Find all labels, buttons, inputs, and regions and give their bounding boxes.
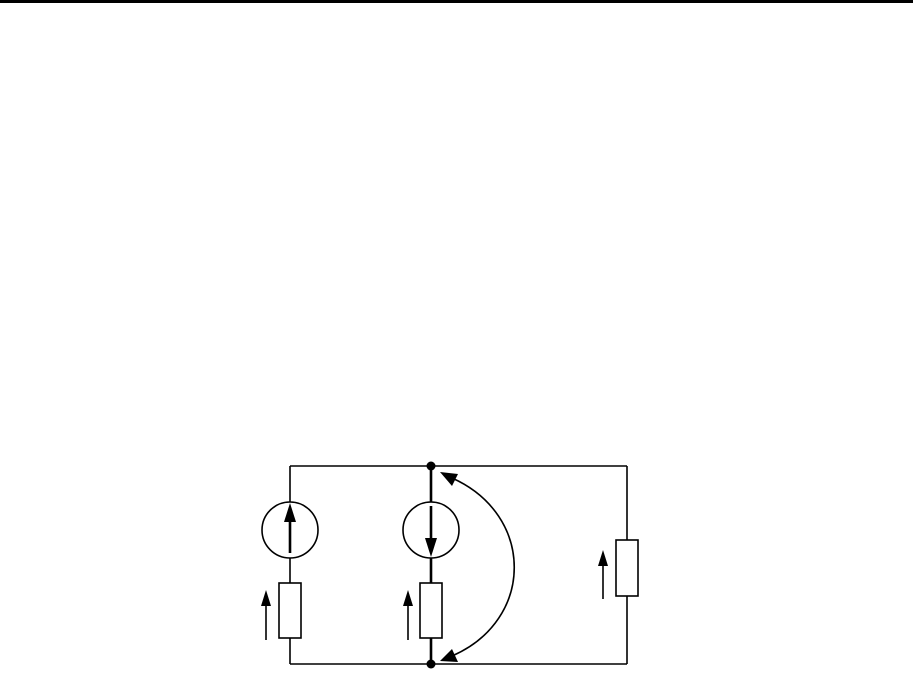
voltage-arc-head-bottom-icon xyxy=(440,649,458,662)
current-source-middle xyxy=(403,502,459,558)
voltage-arrow-right xyxy=(598,550,608,599)
circuit-wires xyxy=(290,466,627,664)
resistor-left xyxy=(279,583,301,638)
voltage-arrow-middle xyxy=(403,590,413,640)
voltage-arrow-right-head-icon xyxy=(598,550,608,566)
current-source-left xyxy=(262,502,318,558)
node-top xyxy=(427,462,436,471)
voltage-arrow-middle-head-icon xyxy=(403,590,413,606)
resistor-right xyxy=(616,540,638,596)
voltage-arc-head-top-icon xyxy=(440,472,458,486)
voltage-arrow-left xyxy=(261,590,271,640)
voltage-arc-curve xyxy=(452,478,514,656)
voltage-arc xyxy=(440,472,514,662)
node-bottom xyxy=(427,660,436,669)
voltage-arrow-left-head-icon xyxy=(261,590,271,606)
resistor-middle xyxy=(420,583,442,638)
